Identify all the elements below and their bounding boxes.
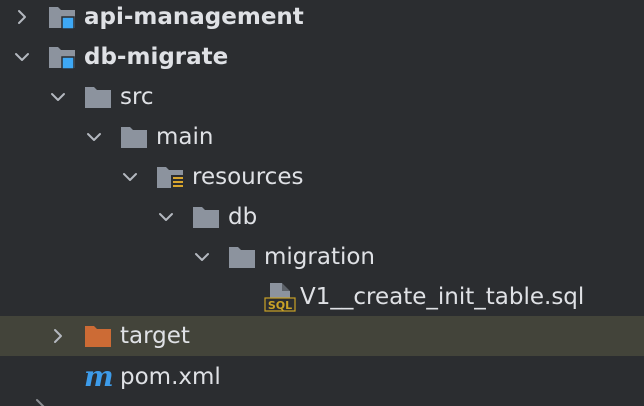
tree-row-pom-xml[interactable]: m pom.xml: [0, 357, 644, 397]
chevron-down-icon[interactable]: [12, 47, 32, 67]
sql-badge-text: SQL: [268, 299, 292, 312]
chevron-down-icon[interactable]: [192, 247, 212, 267]
chevron-down-icon[interactable]: [48, 87, 68, 107]
tree-row-target[interactable]: target: [0, 316, 644, 356]
tree-row-api-management[interactable]: api-management: [0, 0, 644, 37]
maven-file-icon: m: [84, 360, 114, 393]
tree-row-src[interactable]: src: [0, 77, 644, 117]
tree-row-main[interactable]: main: [0, 117, 644, 157]
tree-row-label: migration: [264, 244, 376, 270]
folder-icon: [192, 204, 220, 230]
tree-row-v1-create-init-table-sql[interactable]: SQL V1__create_init_table.sql: [0, 277, 644, 317]
chevron-right-icon: [30, 396, 50, 406]
tree-row-resources[interactable]: resources: [0, 157, 644, 197]
tree-row-label: api-management: [84, 4, 304, 30]
tree-row-label: db: [228, 204, 258, 230]
chevron-down-icon[interactable]: [156, 207, 176, 227]
tree-row-db[interactable]: db: [0, 197, 644, 237]
tree-row-label: V1__create_init_table.sql: [300, 284, 585, 310]
tree-row-label: target: [120, 323, 190, 349]
tree-row-label: pom.xml: [120, 364, 221, 390]
tree-row-label: db-migrate: [84, 44, 229, 70]
module-folder-icon: [48, 44, 76, 70]
chevron-down-icon[interactable]: [120, 167, 140, 187]
excluded-folder-icon: [84, 323, 112, 349]
chevron-right-icon[interactable]: [12, 7, 32, 27]
tree-row-partial: [0, 396, 644, 406]
resources-folder-icon: [156, 164, 184, 190]
module-folder-icon: [48, 4, 76, 30]
tree-row-label: resources: [192, 164, 304, 190]
folder-icon: [120, 124, 148, 150]
tree-row-label: main: [156, 124, 214, 150]
chevron-down-icon[interactable]: [84, 127, 104, 147]
folder-icon: [84, 84, 112, 110]
tree-row-label: src: [120, 84, 154, 110]
tree-row-migration[interactable]: migration: [0, 237, 644, 277]
tree-row-db-migrate[interactable]: db-migrate: [0, 37, 644, 77]
sql-file-icon: SQL: [264, 282, 296, 312]
chevron-right-icon[interactable]: [48, 326, 68, 346]
folder-icon: [228, 244, 256, 270]
